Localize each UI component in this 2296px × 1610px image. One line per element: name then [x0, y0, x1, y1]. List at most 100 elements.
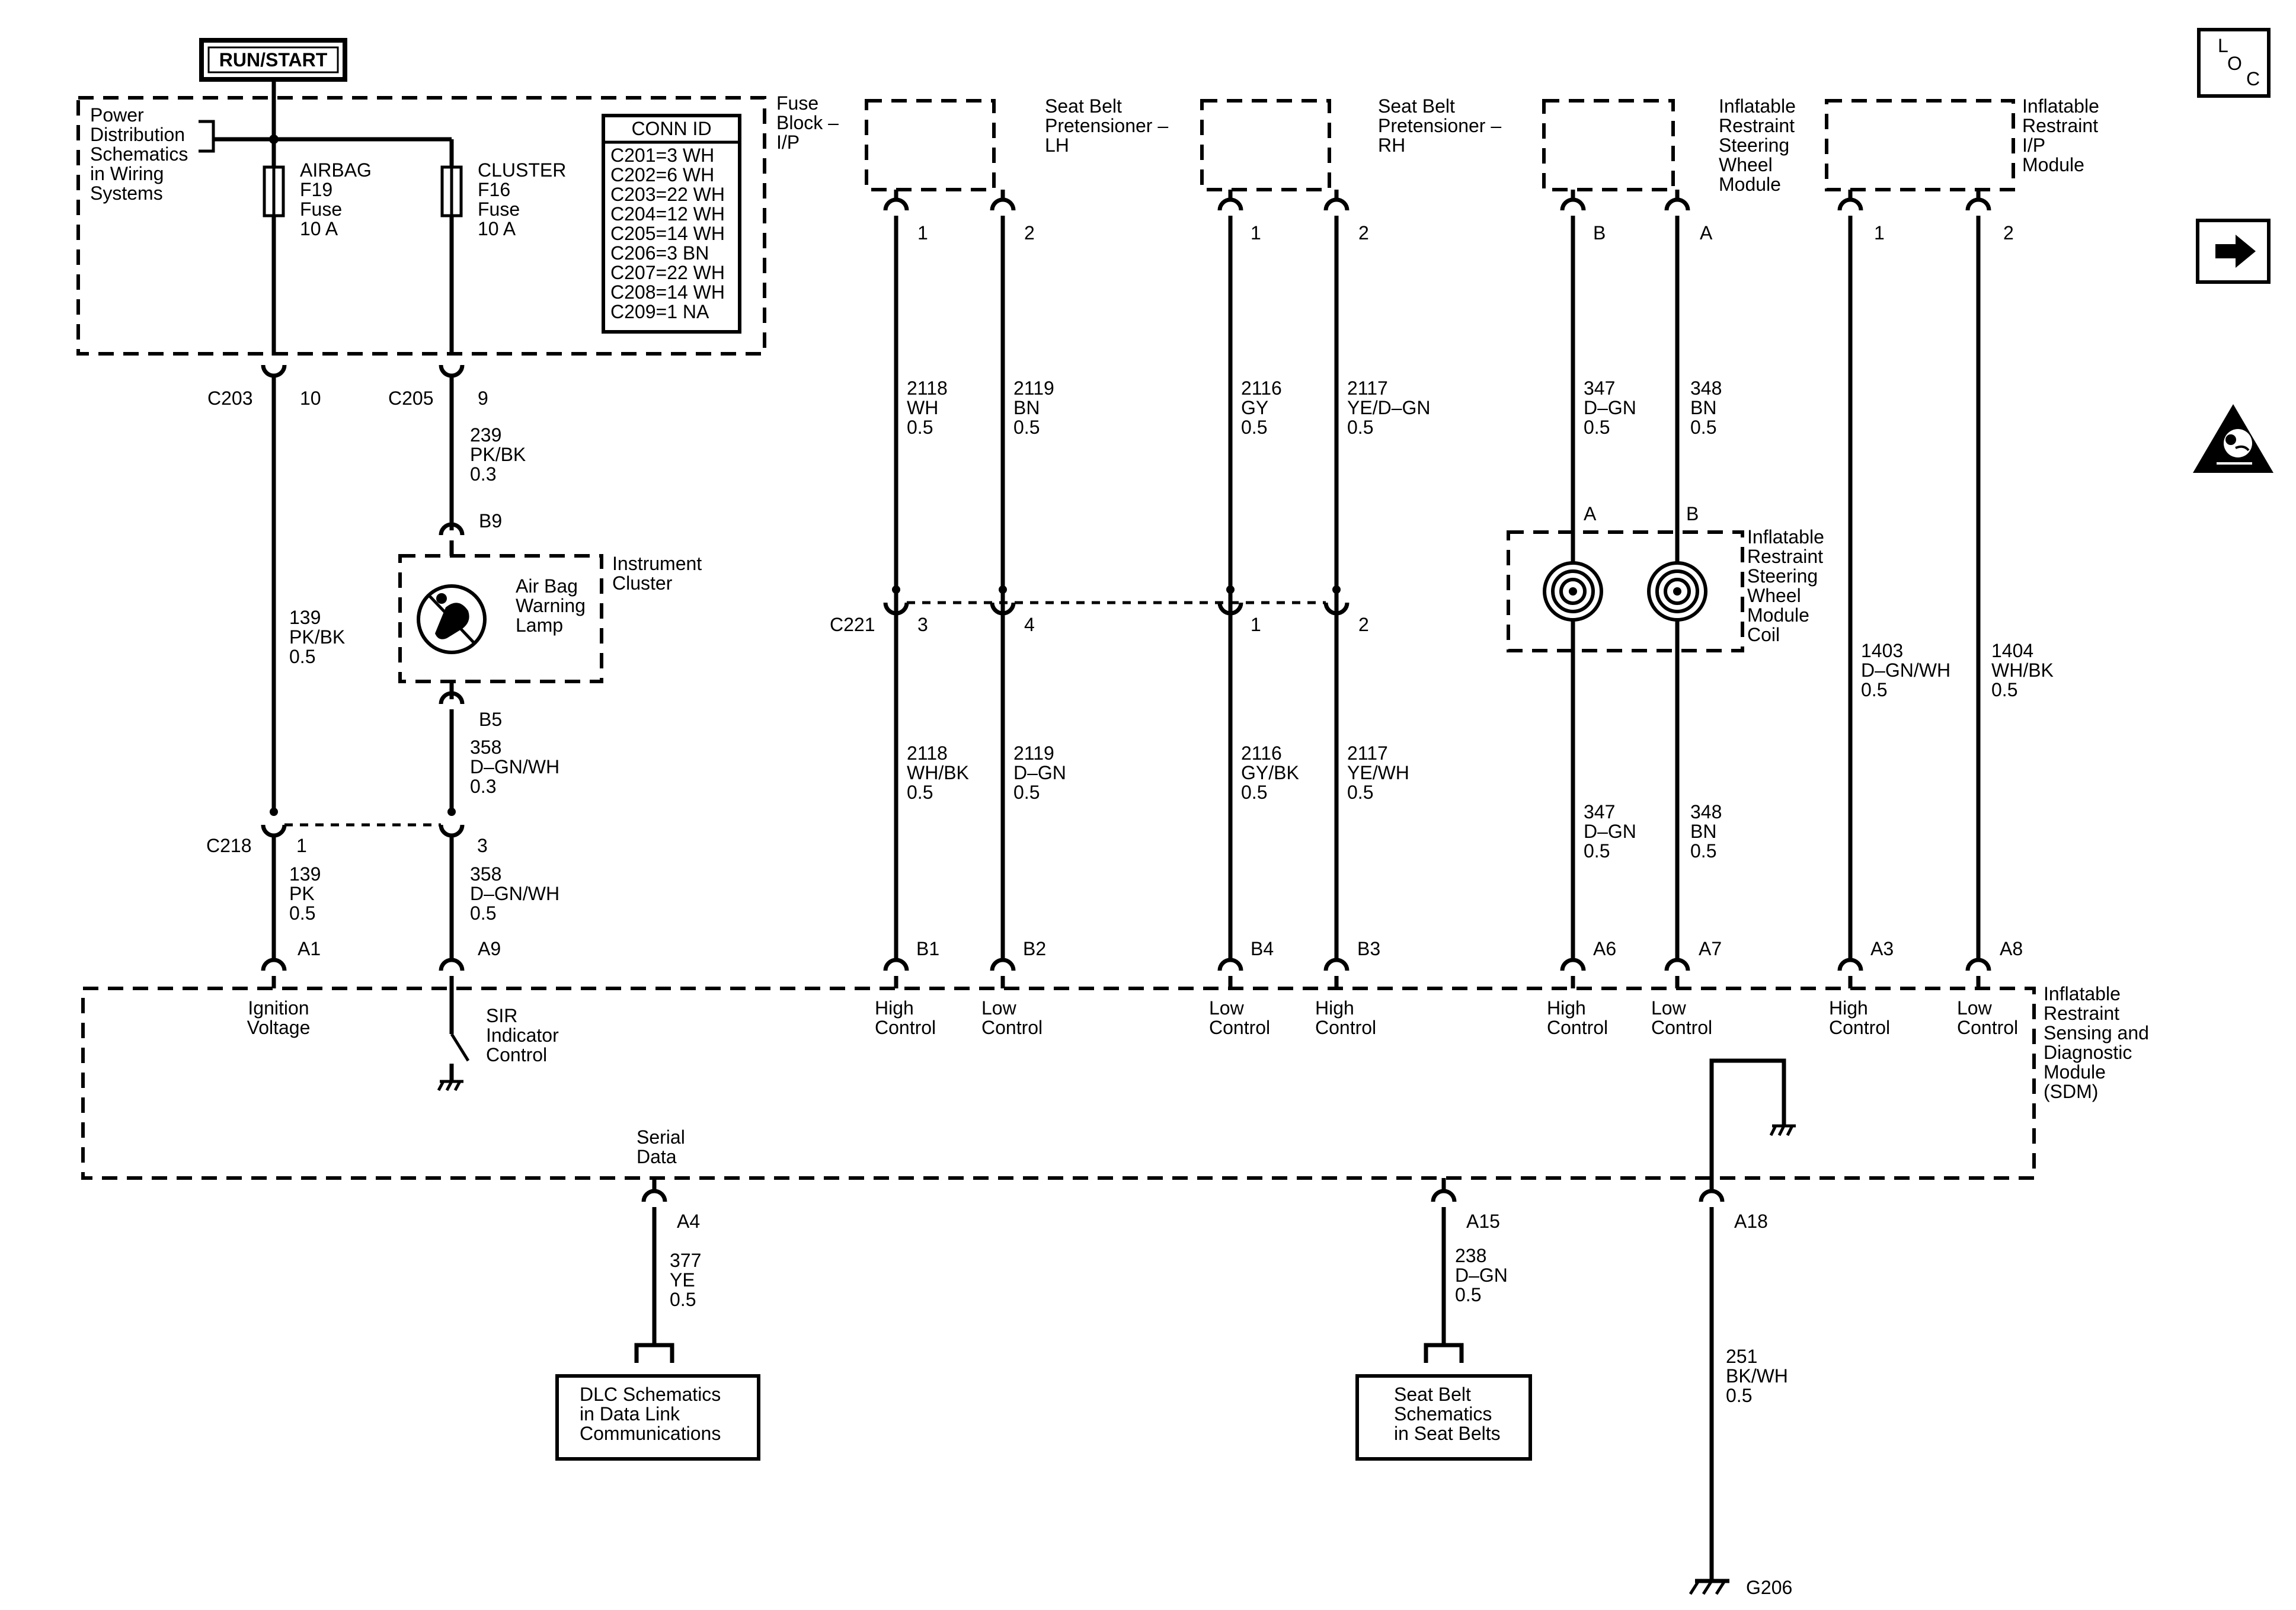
svg-text:Control: Control [1315, 1017, 1376, 1038]
svg-text:Low: Low [1651, 997, 1687, 1019]
svg-text:0.5: 0.5 [670, 1289, 696, 1310]
svg-text:A3: A3 [1870, 938, 1894, 959]
seat-belt-pretensioner-lh: Seat Belt Pretensioner – LH 1 2 [865, 95, 1168, 244]
svg-text:2: 2 [1024, 222, 1035, 244]
svg-text:Control: Control [1547, 1017, 1608, 1038]
wire-2116-top: 2116 GY 0.5 [1241, 377, 1282, 438]
wire-238: 238 D–GN 0.5 [1455, 1245, 1508, 1305]
svg-text:B5: B5 [479, 709, 502, 730]
conn-id-table: CONN ID C201=3 WH C202=6 WH C203=22 WH C… [602, 114, 741, 334]
coil-spiral-b-icon [1647, 561, 1707, 622]
svg-text:10 A: 10 A [478, 218, 516, 239]
inflatable-restraint-steering-wheel-module: Inflatable Restraint Steering Wheel Modu… [1542, 95, 1796, 244]
svg-text:Restraint: Restraint [1719, 115, 1795, 136]
svg-text:B9: B9 [479, 510, 502, 532]
svg-text:1: 1 [1251, 614, 1261, 635]
svg-text:in Wiring: in Wiring [90, 163, 164, 184]
svg-text:Ignition: Ignition [248, 997, 309, 1019]
svg-text:1: 1 [296, 835, 307, 856]
svg-text:Diagnostic: Diagnostic [2044, 1042, 2132, 1063]
svg-text:2116: 2116 [1241, 742, 1282, 764]
svg-text:0.5: 0.5 [907, 417, 933, 438]
svg-text:D–GN/WH: D–GN/WH [470, 883, 559, 904]
svg-text:Module: Module [2044, 1061, 2106, 1083]
wire-377: 377 YE 0.5 [670, 1250, 701, 1310]
svg-text:0.5: 0.5 [1347, 417, 1373, 438]
svg-text:0.5: 0.5 [1726, 1385, 1752, 1406]
svg-text:I/P: I/P [2022, 135, 2045, 156]
svg-text:347: 347 [1584, 377, 1615, 399]
svg-text:2116: 2116 [1241, 377, 1282, 399]
svg-text:Control: Control [875, 1017, 936, 1038]
ground-g206: G206 [1689, 1577, 1792, 1598]
svg-text:DLC Schematics: DLC Schematics [580, 1384, 721, 1405]
svg-text:A7: A7 [1699, 938, 1722, 959]
wire-139-upper: 139 PK/BK 0.5 [289, 607, 345, 667]
svg-text:C208=14 WH: C208=14 WH [610, 281, 725, 303]
svg-text:139: 139 [289, 607, 321, 628]
svg-text:Restraint: Restraint [2044, 1003, 2119, 1024]
svg-text:0.3: 0.3 [470, 463, 496, 485]
svg-text:Restraint: Restraint [2022, 115, 2098, 136]
svg-text:Fuse: Fuse [776, 92, 818, 114]
svg-text:139: 139 [289, 863, 321, 885]
svg-text:A1: A1 [298, 938, 321, 959]
svg-text:BN: BN [1013, 397, 1040, 418]
inflatable-restraint-ip-module: Inflatable Restraint I/P Module 1 2 [1825, 95, 2099, 244]
svg-text:2119: 2119 [1013, 742, 1054, 764]
svg-text:Restraint: Restraint [1747, 546, 1823, 567]
svg-text:Inflatable: Inflatable [1719, 95, 1796, 117]
svg-text:LH: LH [1045, 135, 1069, 156]
svg-text:Wheel: Wheel [1719, 154, 1773, 175]
svg-text:Control: Control [981, 1017, 1043, 1038]
wire-2117-top: 2117 YE/D–GN 0.5 [1347, 377, 1430, 438]
svg-text:0.5: 0.5 [470, 902, 496, 924]
svg-text:C206=3 BN: C206=3 BN [610, 242, 709, 264]
svg-text:2118: 2118 [907, 742, 948, 764]
svg-text:Low: Low [1209, 997, 1245, 1019]
loc-icon[interactable]: L O C [2197, 28, 2271, 98]
svg-text:WH/BK: WH/BK [907, 762, 969, 783]
svg-text:Steering: Steering [1719, 135, 1789, 156]
svg-text:High: High [875, 997, 914, 1019]
svg-text:GY/BK: GY/BK [1241, 762, 1299, 783]
svg-text:CLUSTER: CLUSTER [478, 159, 566, 181]
svg-text:0.5: 0.5 [1013, 417, 1040, 438]
svg-text:O: O [2227, 53, 2242, 74]
svg-text:Sensing and: Sensing and [2044, 1022, 2149, 1044]
svg-text:B2: B2 [1023, 938, 1046, 959]
svg-text:B: B [1686, 503, 1699, 524]
svg-text:D–GN/WH: D–GN/WH [470, 756, 559, 777]
svg-text:C: C [2246, 68, 2260, 89]
svg-text:C204=12 WH: C204=12 WH [610, 203, 725, 225]
svg-text:Pretensioner –: Pretensioner – [1378, 115, 1501, 136]
svg-text:0.5: 0.5 [1013, 782, 1040, 803]
svg-text:YE/D–GN: YE/D–GN [1347, 397, 1430, 418]
arrow-right-icon[interactable] [2196, 219, 2271, 284]
svg-text:2: 2 [1358, 222, 1369, 244]
svg-text:Indicator: Indicator [486, 1025, 559, 1046]
wire-348-top: 348 BN 0.5 [1690, 377, 1722, 438]
svg-text:in Seat Belts: in Seat Belts [1394, 1423, 1501, 1444]
svg-text:L: L [2218, 35, 2228, 56]
svg-text:Schematics: Schematics [90, 143, 188, 165]
svg-text:Systems: Systems [90, 183, 163, 204]
seat-belt-schematics-reference: Seat Belt Schematics in Seat Belts [1355, 1343, 1532, 1461]
svg-text:Control: Control [1209, 1017, 1270, 1038]
wire-358-upper: 358 D–GN/WH 0.3 [470, 737, 559, 797]
wire-348-bottom: 348 BN 0.5 [1690, 801, 1722, 862]
cluster-fuse: CLUSTER F16 Fuse 10 A [440, 159, 566, 239]
wire-2119-bottom: 2119 D–GN 0.5 [1013, 742, 1066, 803]
svg-text:WH: WH [907, 397, 938, 418]
connector-c221: C221 3 4 1 2 [830, 585, 1369, 635]
wire-1404: 1404 WH/BK 0.5 [1991, 640, 2054, 700]
svg-text:AIRBAG: AIRBAG [300, 159, 372, 181]
wire-2118-top: 2118 WH 0.5 [907, 377, 948, 438]
sdm-internal-ground [1709, 1058, 1796, 1178]
svg-text:PK: PK [289, 883, 315, 904]
svg-text:A: A [1700, 222, 1713, 244]
svg-text:D–GN: D–GN [1584, 397, 1636, 418]
svg-text:Fuse: Fuse [478, 199, 520, 220]
svg-text:0.5: 0.5 [1455, 1284, 1481, 1305]
